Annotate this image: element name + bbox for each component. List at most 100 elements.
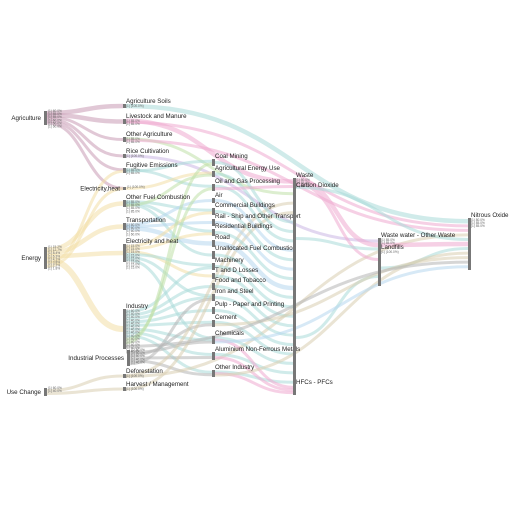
node-bar-rail-ship-transport[interactable]: [212, 219, 215, 226]
node-sublabel-transportation: (1) 60.0%: [126, 232, 140, 236]
node-bar-coal-mining[interactable]: [212, 159, 215, 166]
node-other-agriculture[interactable]: Other Agriculture(1) 85.0%(1) 85.0%: [123, 131, 173, 144]
node-bar-harvest-management[interactable]: [123, 387, 126, 391]
node-road[interactable]: Road: [212, 234, 230, 247]
node-transportation[interactable]: Transportation(1) 60.0%(1) 60.0%(1) 60.0…: [123, 217, 166, 236]
node-agriculture[interactable]: Agriculture(1) 60.0%(1) 85.0%(1) 85.0%(1…: [11, 109, 62, 129]
node-bar-residential-buildings[interactable]: [212, 229, 215, 236]
node-waste[interactable]: Waste(1) 80.0%(1) 85.0%(1) 85.0%: [293, 172, 314, 190]
flow-link-industrial-processes-to-cement: [129, 323, 213, 357]
node-industrial-processes[interactable]: Industrial Processes(1) 80.0%(1) 50.0%(1…: [68, 348, 145, 366]
node-waste-water[interactable]: Waste water - Other Waste(1) 85.0%(1) 85…: [378, 232, 456, 252]
node-harvest-management[interactable]: Harvest / Management(1) (100.0%): [123, 381, 189, 391]
node-coal-mining[interactable]: Coal Mining: [212, 153, 248, 166]
node-electricity-heat-b[interactable]: Electricity and heat(1) 15.0%(1) 15.0%(1…: [123, 238, 179, 270]
node-chemicals[interactable]: Chemicals: [212, 330, 244, 344]
node-bar-electricity-heat-a[interactable]: [123, 187, 126, 190]
node-hfcs-pfcs[interactable]: HFCs - PFCs: [293, 379, 333, 395]
node-electricity-heat-a[interactable]: Electricity,heat(1) (100.0%): [80, 185, 145, 193]
node-bar-waste-water[interactable]: [378, 238, 381, 252]
node-iron-steel[interactable]: Iron and Steel: [212, 288, 254, 301]
node-bar-industry[interactable]: [123, 309, 126, 349]
node-sublabel-other-fuel-combustion: (1) 85.0%: [126, 200, 140, 204]
node-bar-commercial-buildings[interactable]: [212, 208, 215, 215]
node-other-industry[interactable]: Other Industry: [212, 364, 255, 377]
node-bar-pulp-paper[interactable]: [212, 307, 215, 314]
node-deforestation[interactable]: Deforestation(1) (100.0%): [123, 368, 163, 378]
node-commercial-buildings[interactable]: Commercial Buildings: [212, 202, 275, 215]
node-bar-electricity-heat-b[interactable]: [123, 244, 126, 262]
node-label-residential-buildings: Residential Buildings: [215, 223, 272, 230]
node-bar-iron-steel[interactable]: [212, 294, 215, 301]
node-sublabel-electricity-heat-b: (1) 15.0%: [126, 250, 140, 254]
node-bar-hfcs-pfcs[interactable]: [293, 385, 296, 395]
node-sublabel-other-fuel-combustion: (1) 85.0%: [126, 209, 140, 213]
node-bar-deforestation[interactable]: [123, 374, 126, 378]
node-bar-cement[interactable]: [212, 320, 215, 327]
node-sublabel-electricity-heat-b: (1) 15.0%: [126, 253, 140, 257]
node-industry[interactable]: Industry(1) 60.0%(1) 40.0%(1) 40.0%(1) 4…: [123, 303, 149, 353]
node-bar-livestock-manure[interactable]: [123, 119, 126, 124]
node-bar-other-industry[interactable]: [212, 370, 215, 377]
node-rice-cultivation[interactable]: Rice Cultivation(1) (100.0%): [123, 148, 170, 158]
node-bar-carbon-dioxide[interactable]: [293, 188, 296, 388]
node-landfills[interactable]: Landfills(1) (100.0%): [378, 244, 404, 286]
node-land-use-change[interactable]: Use Change(1) 60.0%(1) 40.0%: [7, 386, 62, 396]
node-bar-td-losses[interactable]: [212, 273, 215, 279]
flow-link-harvest-management-to-carbon-dioxide: [125, 211, 294, 391]
node-carbon-dioxide[interactable]: Carbon Dioxide: [293, 182, 339, 388]
node-bar-fugitive-emissions[interactable]: [123, 168, 126, 173]
node-bar-agricultural-energy-use[interactable]: [212, 171, 215, 177]
node-label-commercial-buildings: Commercial Buildings: [215, 202, 275, 209]
node-sublabel-fugitive-emissions: (1) 85.0%: [126, 171, 140, 175]
node-sublabel-industrial-processes: (1) 40.0%: [131, 360, 145, 364]
node-agricultural-energy-use[interactable]: Agricultural Energy Use: [212, 165, 281, 177]
node-rail-ship-transport[interactable]: Rail - Ship and Other Transport: [212, 213, 301, 226]
node-bar-rice-cultivation[interactable]: [123, 154, 126, 158]
node-td-losses[interactable]: T and D Losses: [212, 267, 258, 279]
node-bar-food-tobacco[interactable]: [212, 283, 215, 290]
node-bar-landfills[interactable]: [378, 250, 381, 286]
node-fugitive-emissions[interactable]: Fugitive Emissions(1) 85.0%(1) 85.0%: [123, 162, 178, 175]
node-unallocated-fuel[interactable]: Unallocated Fuel Combustion: [212, 245, 297, 259]
node-bar-energy[interactable]: [44, 247, 47, 269]
node-cement[interactable]: Cement: [212, 314, 237, 327]
node-energy[interactable]: Energy(1) 15.2%(1) 12.7%(1) 8.4%(1) 6.3%…: [21, 245, 62, 271]
node-bar-chemicals[interactable]: [212, 336, 215, 344]
node-bar-other-agriculture[interactable]: [123, 137, 126, 142]
node-nitrous-oxide[interactable]: Nitrous Oxide(1) 80.0%(1) 85.0%(1) 85.0%: [468, 212, 509, 270]
node-sublabel-agriculture: (1) 60.0%: [48, 125, 62, 129]
node-bar-agriculture-soils[interactable]: [123, 104, 126, 108]
node-bar-air[interactable]: [212, 198, 215, 203]
node-residential-buildings[interactable]: Residential Buildings: [212, 223, 272, 236]
node-bar-nitrous-oxide[interactable]: [468, 218, 471, 270]
node-sublabel-landfills: (1) (100.0%): [381, 250, 399, 254]
node-label-fugitive-emissions: Fugitive Emissions: [126, 162, 178, 169]
node-bar-aluminium[interactable]: [212, 352, 215, 360]
flow-link-rail-ship-transport-to-carbon-dioxide: [214, 221, 294, 271]
node-bar-agriculture[interactable]: [44, 111, 47, 125]
node-machinery[interactable]: Machinery: [212, 257, 244, 270]
node-bar-transportation[interactable]: [123, 223, 126, 230]
node-bar-other-fuel-combustion[interactable]: [123, 200, 126, 207]
node-aluminium[interactable]: Aluminium Non-Ferrous Metals: [212, 346, 300, 360]
node-other-fuel-combustion[interactable]: Other Fuel Combustion(1) 85.0%(1) 85.0%(…: [123, 194, 191, 213]
node-bar-machinery[interactable]: [212, 263, 215, 270]
flow-link-other-fuel-combustion-to-commercial-buildings: [125, 200, 213, 212]
node-sublabel-electricity-heat-b: (1) 15.0%: [126, 256, 140, 260]
node-agriculture-soils[interactable]: Agriculture Soils(1) (100.0%): [123, 98, 171, 108]
node-bar-land-use-change[interactable]: [44, 388, 47, 396]
node-bar-industrial-processes[interactable]: [127, 350, 130, 366]
node-pulp-paper[interactable]: Pulp - Paper and Printing: [212, 301, 285, 314]
node-oil-gas-processing[interactable]: Oil and Gas Processing: [212, 178, 281, 191]
node-air[interactable]: Air: [212, 192, 223, 203]
node-livestock-manure[interactable]: Livestock and Manure(1) 85.0%(1) 85.0%: [123, 113, 187, 126]
node-bar-oil-gas-processing[interactable]: [212, 184, 215, 191]
node-sublabel-energy: (1) 12.7%: [48, 248, 62, 252]
flow-link-electricity-heat-b-to-residential-buildings: [125, 232, 213, 251]
node-food-tobacco[interactable]: Food and Tobacco: [212, 277, 266, 290]
node-bar-road[interactable]: [212, 240, 215, 247]
node-bar-unallocated-fuel[interactable]: [212, 251, 215, 259]
node-bar-waste[interactable]: [293, 178, 296, 190]
flow-link-electricity-heat-b-to-chemicals: [125, 258, 213, 340]
